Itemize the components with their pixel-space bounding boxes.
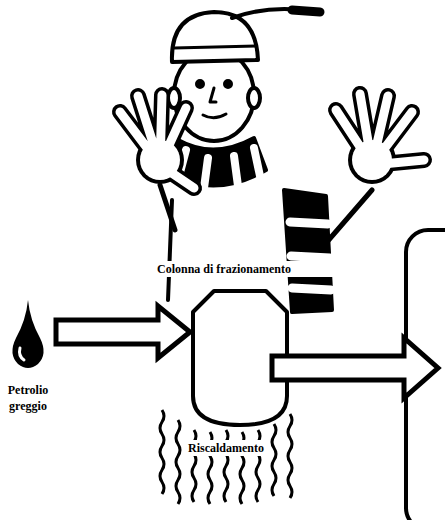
flow-arrow bbox=[56, 306, 190, 358]
beanie-hat bbox=[172, 12, 258, 62]
drop-shape bbox=[12, 300, 43, 368]
drop-outline bbox=[0, 298, 56, 372]
crude-oil-drop: Petrolio greggio bbox=[0, 298, 56, 428]
drop-highlight bbox=[20, 348, 25, 360]
person-body bbox=[168, 200, 292, 300]
heat-label: Riscaldamento bbox=[188, 440, 264, 456]
raised-hands bbox=[120, 94, 424, 188]
output-arrow bbox=[272, 338, 438, 398]
node-caption: Petrolio greggio bbox=[0, 382, 56, 414]
scarf-end bbox=[284, 190, 332, 312]
node-heading: Colonna di frazionamento bbox=[114, 261, 334, 277]
